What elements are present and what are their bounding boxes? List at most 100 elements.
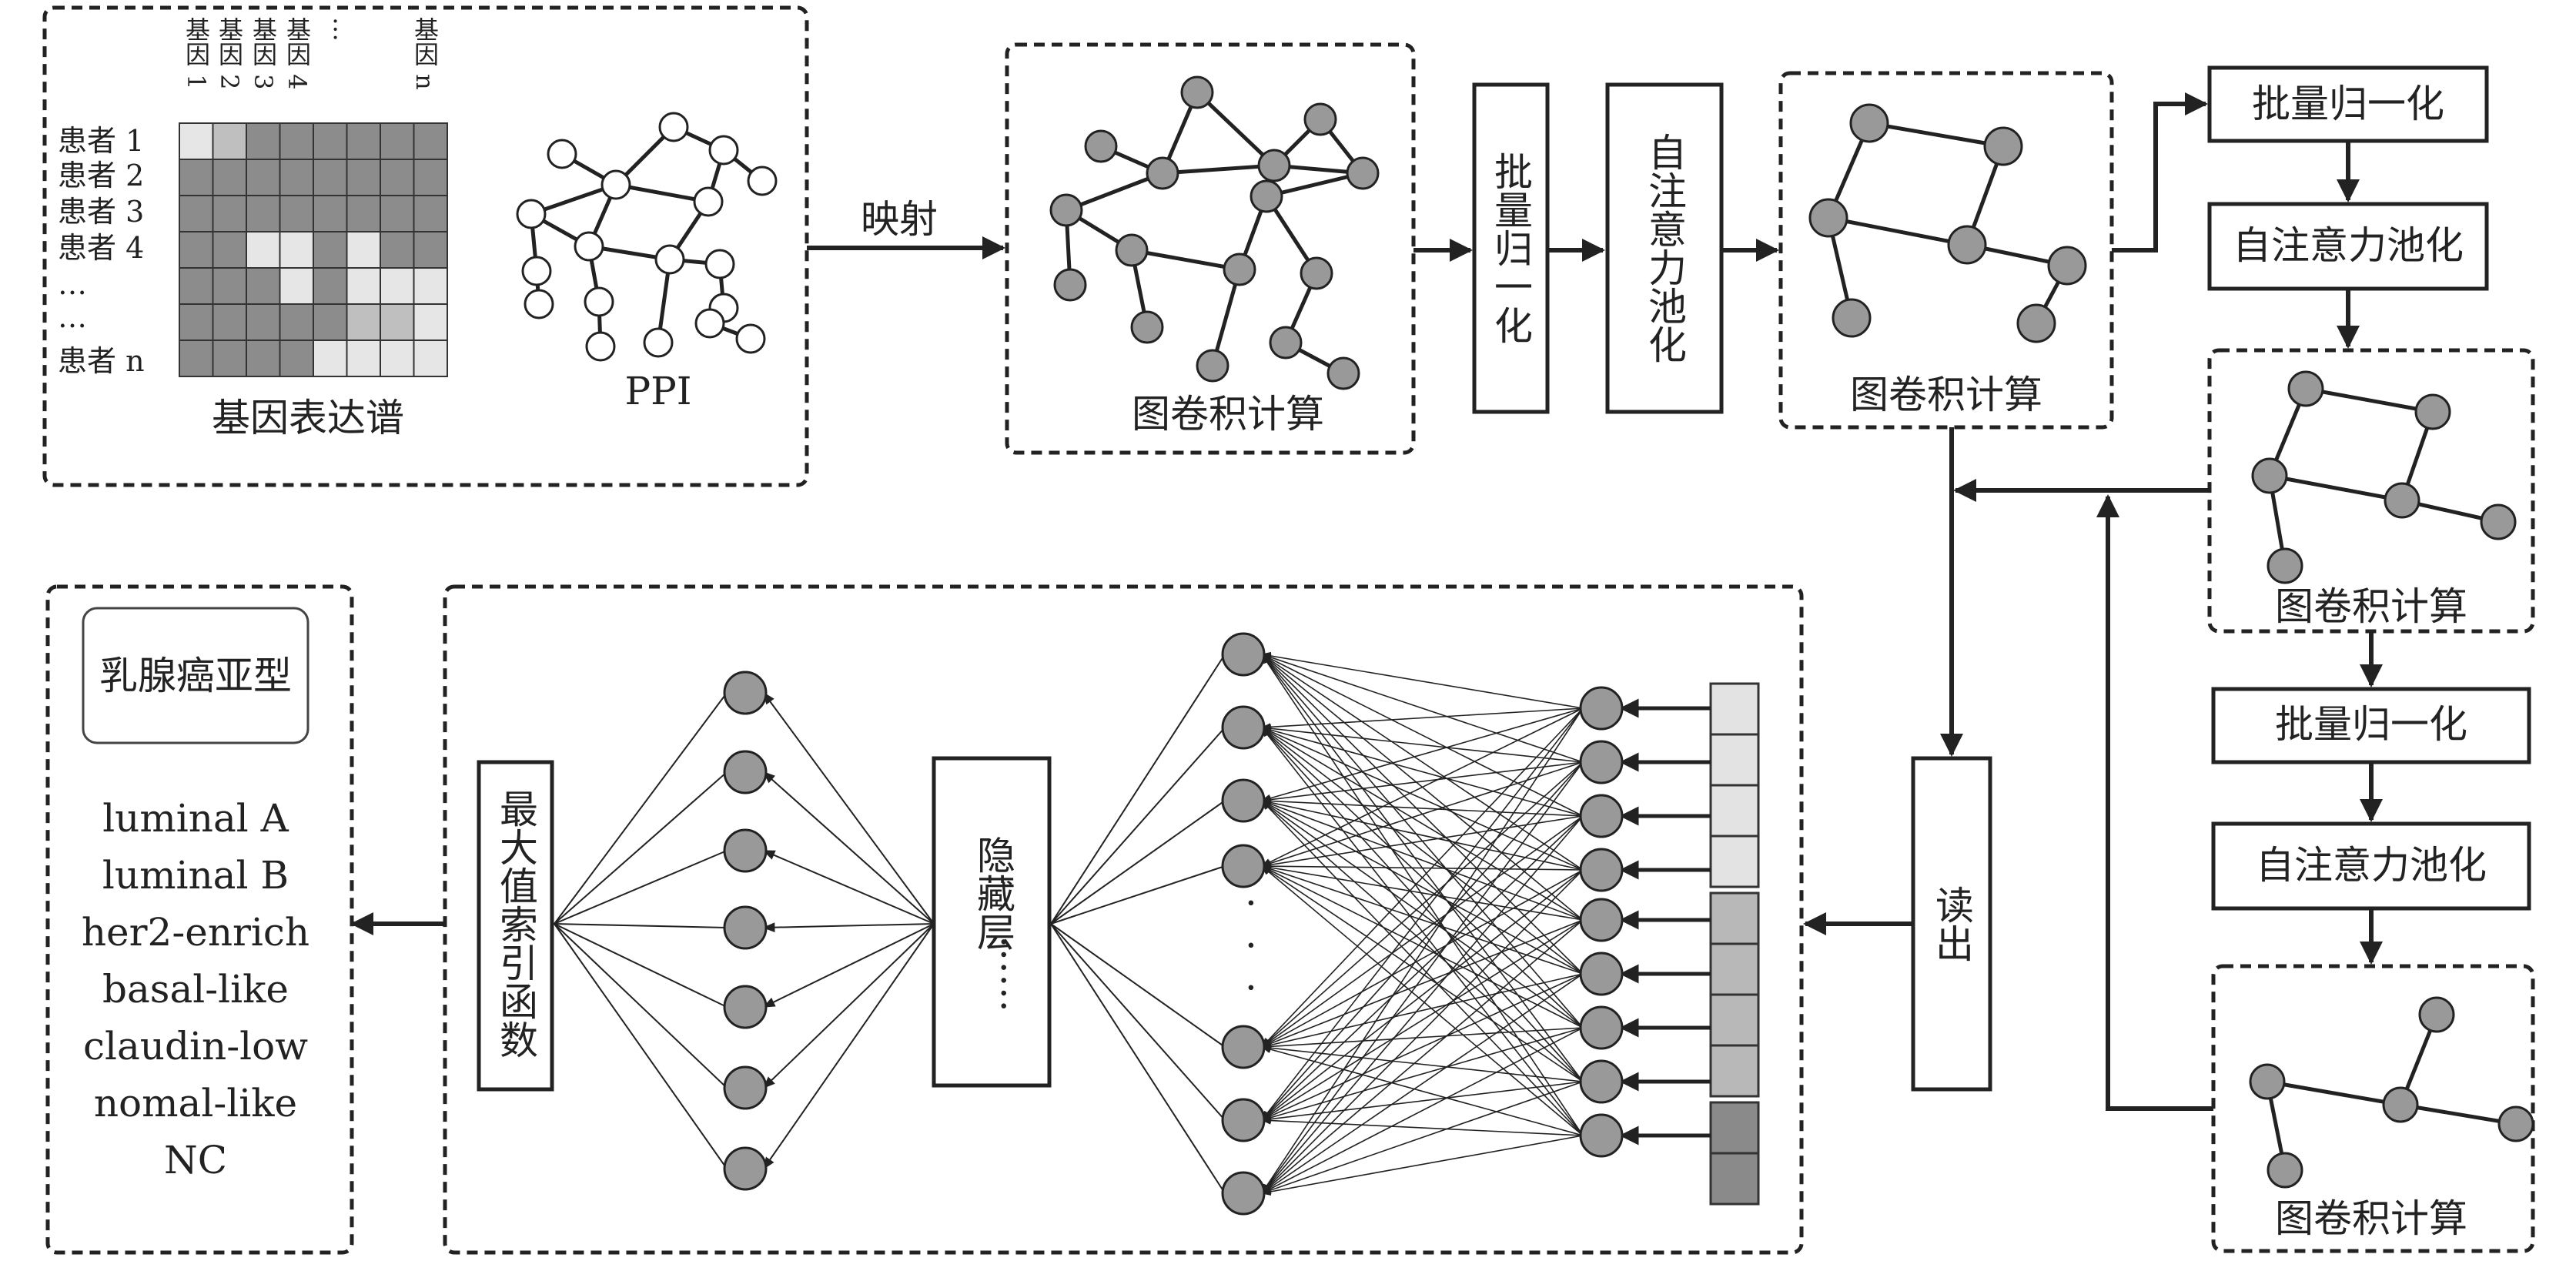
ppi-node (735, 323, 766, 354)
dense-edge (1260, 727, 1584, 921)
dense-edge (1260, 797, 1584, 817)
heatmap-cell (179, 195, 214, 232)
hidden-node (1221, 1171, 1266, 1216)
hidden-node (1221, 778, 1266, 823)
embedding-cell (1709, 1044, 1760, 1098)
pool-vertical-label: 自注意力池化 (1642, 132, 1687, 363)
gcn4-node (2249, 1063, 2286, 1100)
gcn1-node (1303, 102, 1337, 136)
dense-edge (1260, 654, 1584, 817)
heatmap-cell (346, 195, 381, 232)
gene-label: 基因 1 (182, 17, 211, 90)
heatmap-cell (179, 340, 214, 377)
bn2-box (2211, 687, 2531, 764)
input-node (1579, 1113, 1624, 1158)
gcn4-graph (2249, 996, 2534, 1189)
hidden-edge (1050, 654, 1226, 925)
heatmap-cell (179, 267, 214, 305)
heatmap-cell (246, 303, 281, 341)
heatmap-cell (212, 267, 247, 305)
dense-edge (1260, 726, 1584, 817)
gcn3-node (2414, 393, 2451, 430)
heatmap-cell (212, 122, 247, 160)
heatmap-cell (212, 303, 247, 341)
gcn-panel-1 (1005, 42, 1416, 455)
output-edge (763, 691, 935, 925)
gcn3-node (2480, 503, 2517, 540)
ppi-node (547, 139, 577, 169)
dense-edge (1260, 1045, 1584, 1136)
output-panel (45, 584, 354, 1255)
ppi-label: PPI (624, 369, 691, 413)
gcn3-edge (2305, 386, 2434, 414)
dense-edge (1260, 1135, 1584, 1196)
dense-edge (1261, 815, 1584, 1194)
bn1-box (2207, 65, 2489, 143)
ppi-node (521, 256, 552, 286)
dense-edge (1260, 1081, 1584, 1195)
subtype-title-box (82, 607, 309, 744)
gcn2-node (1947, 225, 1987, 265)
heatmap-cell (313, 267, 348, 305)
gcn4-node (2497, 1105, 2534, 1142)
dense-edge (1260, 1081, 1584, 1123)
argmax-edge (554, 771, 728, 925)
arrow-gcn4-to-readout (2096, 494, 2213, 1111)
heatmap-cell (279, 122, 314, 160)
dense-edge (1261, 654, 1584, 921)
arrow-gcn2-to-bn1 (2112, 92, 2208, 253)
embedding-vector (1709, 682, 1760, 1206)
heatmap-cell (279, 195, 314, 232)
dense-edge (1260, 973, 1584, 1049)
ppi-node (516, 199, 547, 229)
heatmap-cell (246, 159, 281, 196)
hidden-layer-dots: …… (992, 935, 1037, 1012)
heatmap-cell (380, 267, 415, 305)
gcn3-node (2267, 547, 2303, 584)
heatmap-cell (179, 231, 214, 269)
dense-edge (1261, 654, 1584, 1029)
hidden-node (1221, 1098, 1266, 1142)
gcn1-graph (1049, 75, 1380, 390)
argmax-label: 最大值索引函数 (493, 789, 538, 1059)
dense-edge (1260, 654, 1584, 871)
gcn4-node (2267, 1152, 2303, 1189)
output-node (723, 750, 768, 794)
dense-edge (1260, 919, 1584, 1121)
patient-label: 患者 4 (58, 231, 144, 265)
ppi-node (658, 112, 689, 142)
subtype-item: nomal-like (94, 1081, 297, 1126)
output-edge (762, 923, 935, 1089)
ppi-node (524, 289, 554, 319)
input-node (1579, 740, 1624, 784)
heatmap-cell (212, 195, 247, 232)
gcn1-node (1223, 253, 1256, 286)
gcn2-node (1983, 126, 2023, 166)
heatmap-cell (246, 340, 281, 377)
gcn1-node (1326, 356, 1360, 390)
gcn2-node (2016, 303, 2056, 343)
ppi-node (747, 166, 778, 196)
output-node (723, 1146, 768, 1191)
heatmap-cell (212, 159, 247, 196)
embedding-cell (1709, 942, 1760, 996)
gene-label: … (328, 17, 357, 42)
patient-label: 患者 n (58, 344, 145, 378)
dense-edge (1260, 798, 1584, 871)
ppi-node (643, 327, 674, 358)
embedding-cell (1709, 993, 1760, 1047)
embedding-cell (1709, 682, 1760, 736)
bn2-label: 批量归一化 (2275, 702, 2467, 747)
gcn1-label: 图卷积计算 (1132, 392, 1324, 436)
heatmap-cell (413, 231, 448, 269)
output-node (723, 1065, 768, 1110)
input-panel (42, 5, 809, 487)
subtype-item: luminal B (102, 853, 289, 898)
heatmap-cell (279, 159, 314, 196)
hidden-layer-box (932, 756, 1052, 1088)
gcn1-edge (1210, 269, 1242, 366)
dense-edge (1260, 727, 1584, 975)
output-edge (762, 922, 935, 933)
